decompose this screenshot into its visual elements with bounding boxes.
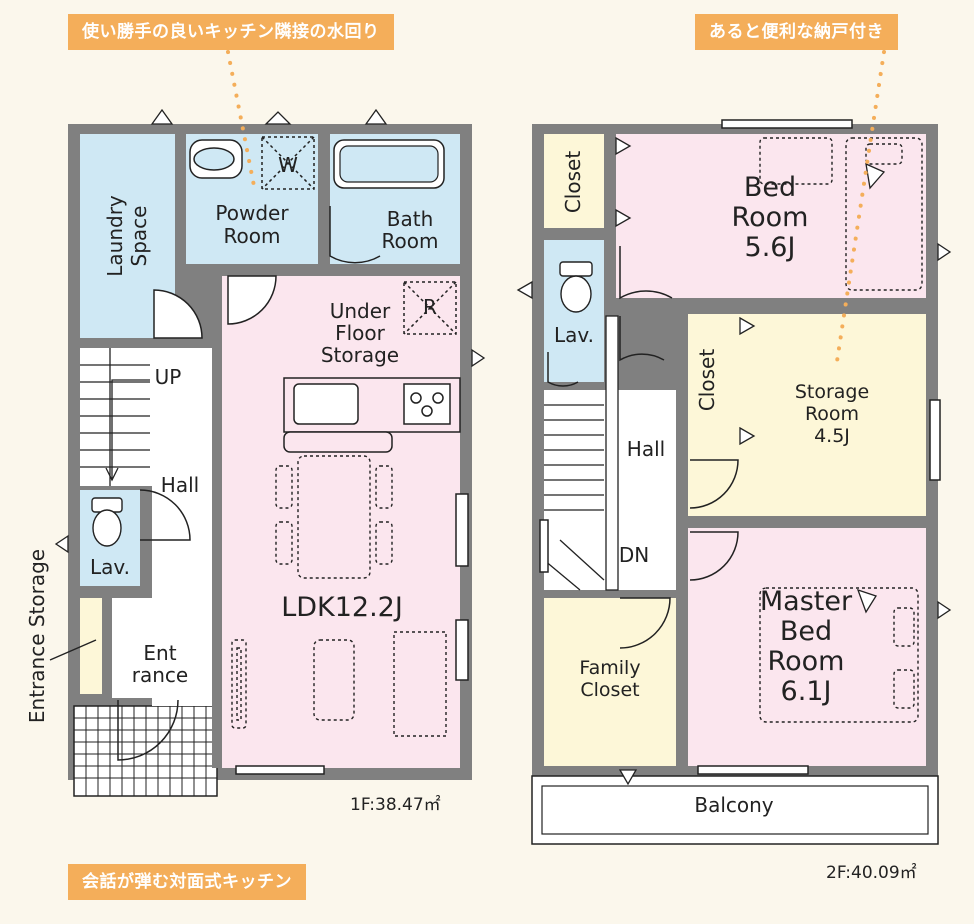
under-floor-label-2: Floor <box>335 321 386 345</box>
entrance-storage <box>80 598 102 694</box>
fridge-label: R <box>423 295 437 319</box>
closet-mid-label: Closet <box>695 349 719 411</box>
powder-label-1: Powder <box>215 201 289 225</box>
callout-face-kitchen: 会話が弾む対面式キッチン <box>68 864 306 900</box>
leader-line-right <box>834 50 886 370</box>
entrance-label-1: Ent <box>143 641 176 665</box>
lav-2f-label: Lav. <box>554 323 594 347</box>
callout-storage-room: あると便利な納戸付き <box>695 14 898 50</box>
bed-room <box>616 134 926 298</box>
family-closet-label-2: Closet <box>580 679 639 701</box>
ldk <box>222 276 460 768</box>
master-label-1: Master <box>760 586 853 617</box>
callout-kitchen-water: 使い勝手の良いキッチン隣接の水回り <box>68 14 394 50</box>
dn-label: DN <box>619 543 649 567</box>
floor2-labels: Closet Bed Room 5.6J Lav. Closet Storage… <box>554 151 869 817</box>
storage-label-2: Room <box>805 403 859 425</box>
hall-2f-label: Hall <box>627 437 665 461</box>
master-label-3: Room <box>768 646 845 677</box>
bed-label-3: 5.6J <box>745 232 796 263</box>
powder-label-2: Room <box>224 224 281 248</box>
floor2-plan <box>516 119 952 845</box>
floor2-area: 2F:40.09㎡ <box>826 863 917 883</box>
bath-label-2: Room <box>382 229 439 253</box>
entrance-label-2: rance <box>132 663 188 687</box>
bath-label-1: Bath <box>387 207 434 231</box>
master-bed-room <box>688 528 926 766</box>
balcony-label: Balcony <box>694 793 773 817</box>
leader-line-left <box>226 50 256 188</box>
laundry-label-1: Laundry <box>103 195 127 277</box>
closet-top-label: Closet <box>561 151 585 213</box>
closet-top <box>544 134 604 228</box>
under-floor-label-3: Storage <box>321 343 399 367</box>
floor1-area: 1F:38.47㎡ <box>350 795 441 815</box>
floor1-plan <box>49 108 486 797</box>
family-closet <box>544 598 676 766</box>
family-closet-label-1: Family <box>579 657 640 679</box>
washer-label: W <box>278 153 298 177</box>
bed-label-2: Room <box>732 202 809 233</box>
master-label-4: 6.1J <box>781 676 832 707</box>
entrance-storage-label: Entrance Storage <box>25 549 49 723</box>
master-label-2: Bed <box>780 616 832 647</box>
under-floor-label-1: Under <box>330 299 391 323</box>
storage-label-3: 4.5J <box>814 425 850 447</box>
lav-1f-label: Lav. <box>90 555 130 579</box>
storage-label-1: Storage <box>795 381 869 403</box>
up-label: UP <box>155 365 182 389</box>
ldk-label: LDK12.2J <box>281 592 403 623</box>
bed-label-1: Bed <box>744 172 796 203</box>
hall-1f-label: Hall <box>161 473 199 497</box>
laundry-label-2: Space <box>127 206 151 267</box>
entrance <box>112 598 212 698</box>
floor1-labels: Laundry Space W Powder Room Bath Room Un… <box>25 153 438 723</box>
storage-room <box>688 314 926 516</box>
